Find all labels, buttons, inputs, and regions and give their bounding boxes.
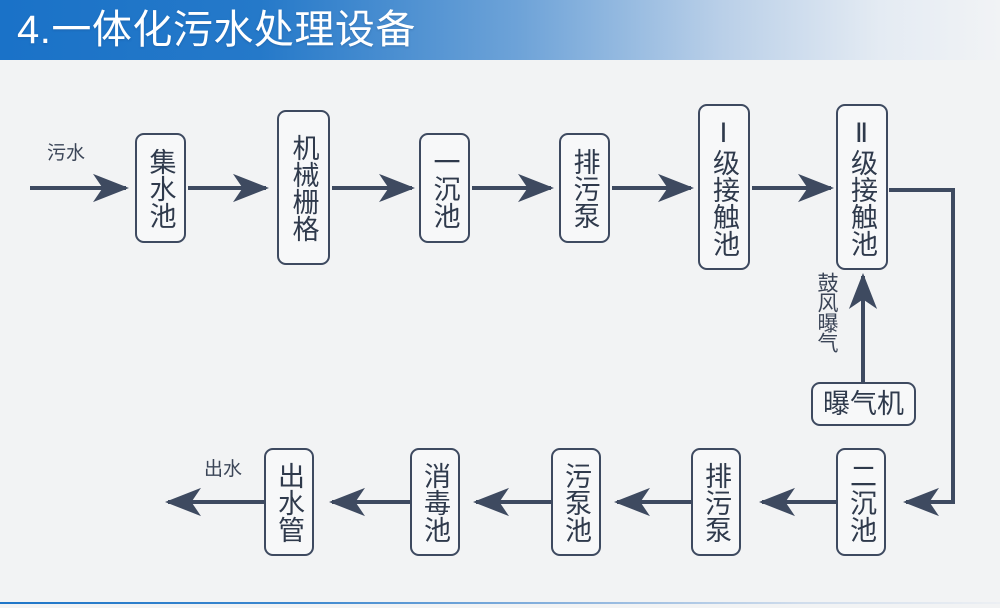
node-label: 机械栅格 — [288, 133, 319, 242]
node-sludge-pump-tank[interactable]: 污泵池 — [551, 448, 601, 556]
node-mechanical-grid[interactable]: 机械栅格 — [277, 110, 330, 265]
inlet-label: 污水 — [47, 143, 86, 164]
node-label: 出水管 — [274, 461, 305, 543]
node-label: 集水池 — [145, 147, 176, 229]
node-contact-tank-2[interactable]: Ⅱ级接触池 — [836, 104, 888, 270]
node-label: Ⅰ级接触池 — [709, 117, 740, 257]
node-primary-settling-tank[interactable]: 一沉池 — [419, 133, 470, 243]
node-label: 污泵池 — [561, 461, 592, 543]
title-banner: 4.一体化污水处理设备 — [0, 0, 1000, 60]
outlet-label: 出水 — [204, 459, 243, 480]
node-label: Ⅱ级接触池 — [847, 117, 878, 257]
node-contact-tank-1[interactable]: Ⅰ级接触池 — [698, 104, 750, 270]
node-outlet-pipe[interactable]: 出水管 — [264, 448, 314, 556]
node-label: 二沉池 — [846, 461, 877, 543]
node-label: 排污泵 — [569, 147, 600, 229]
aeration-label: 鼓风曝气 — [815, 272, 839, 352]
node-collection-tank[interactable]: 集水池 — [135, 133, 186, 243]
page-title: 4.一体化污水处理设备 — [17, 8, 416, 52]
node-label: 曝气机 — [823, 388, 904, 419]
node-sewage-pump-2[interactable]: 排污泵 — [691, 448, 741, 556]
node-label: 消毒池 — [420, 461, 451, 543]
node-sewage-pump[interactable]: 排污泵 — [559, 133, 610, 243]
node-label: 排污泵 — [701, 461, 732, 543]
process-flow-diagram: 污水 出水 鼓风曝气 集水池 机械栅格 一沉池 排污泵 Ⅰ级接触池 Ⅱ级接触池 … — [0, 60, 1000, 602]
node-disinfection-tank[interactable]: 消毒池 — [410, 448, 460, 556]
node-label: 一沉池 — [429, 147, 460, 229]
node-secondary-settling-tank[interactable]: 二沉池 — [836, 448, 886, 556]
flow-connectors — [30, 173, 955, 517]
node-aerator[interactable]: 曝气机 — [811, 382, 916, 426]
footer-rule — [0, 602, 1000, 604]
wire-contact2-to-secondary — [889, 188, 955, 517]
